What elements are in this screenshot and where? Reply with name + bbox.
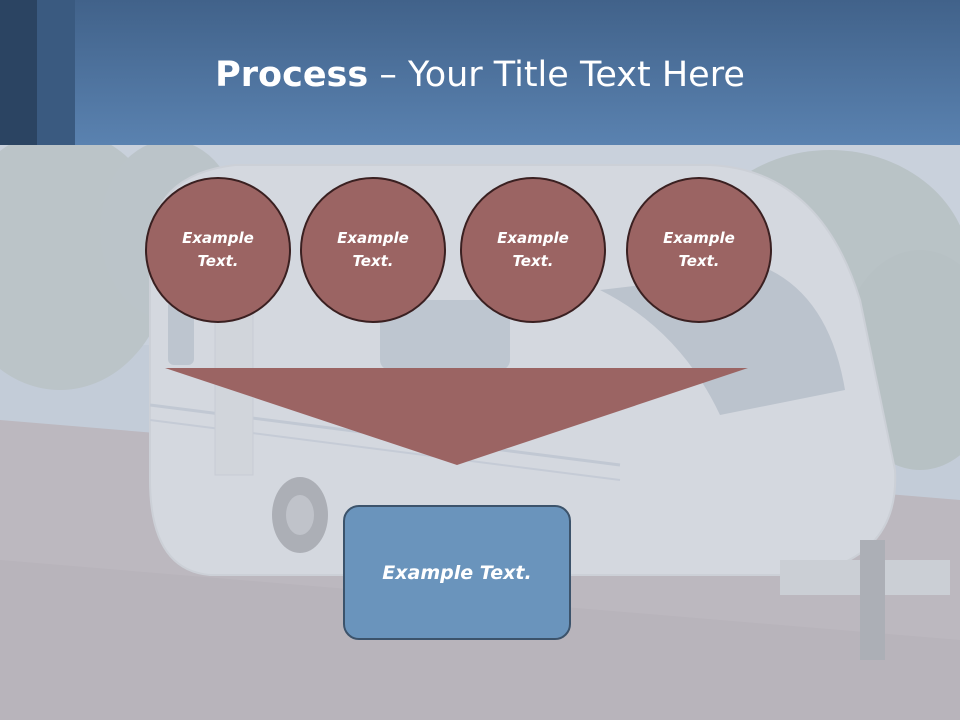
header-accent-strip xyxy=(37,0,75,145)
circle-label: Example Text. xyxy=(663,229,735,270)
result-box[interactable]: Example Text. xyxy=(343,505,571,640)
title-rest-text: – Your Title Text Here xyxy=(368,55,745,95)
title-bar: Process – Your Title Text Here xyxy=(0,0,960,145)
process-circle-2[interactable]: Example Text. xyxy=(300,177,446,323)
process-circle-1[interactable]: Example Text. xyxy=(145,177,291,323)
slide-title[interactable]: Process – Your Title Text Here xyxy=(0,52,960,98)
result-box-label: Example Text. xyxy=(382,561,532,584)
circle-label: Example Text. xyxy=(337,229,409,270)
circle-label: Example Text. xyxy=(497,229,569,270)
title-bold-text: Process xyxy=(215,55,369,95)
header-accent-strip xyxy=(0,0,37,145)
circle-label: Example Text. xyxy=(182,229,254,270)
process-circle-3[interactable]: Example Text. xyxy=(460,177,606,323)
process-circle-4[interactable]: Example Text. xyxy=(626,177,772,323)
funnel-arrow-shape[interactable] xyxy=(165,368,748,465)
